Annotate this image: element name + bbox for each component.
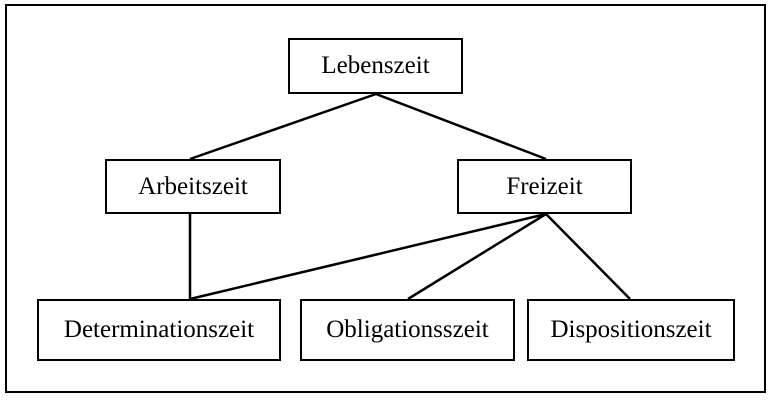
node-determinationszeit: Determinationszeit: [37, 299, 281, 361]
edge-freizeit-obligationsszeit: [407, 212, 547, 301]
node-dispositionszeit: Dispositionszeit: [527, 299, 735, 361]
node-arbeitszeit: Arbeitszeit: [105, 159, 281, 214]
edge-lebenszeit-freizeit: [375, 92, 547, 161]
diagram-frame: [5, 4, 766, 393]
node-lebenszeit: Lebenszeit: [288, 38, 463, 94]
node-freizeit: Freizeit: [457, 159, 632, 214]
node-obligationsszeit: Obligationsszeit: [300, 299, 515, 361]
edge-freizeit-determinationszeit: [189, 212, 547, 301]
edge-lebenszeit-arbeitszeit: [189, 92, 377, 161]
edge-freizeit-dispositionszeit: [545, 213, 631, 300]
